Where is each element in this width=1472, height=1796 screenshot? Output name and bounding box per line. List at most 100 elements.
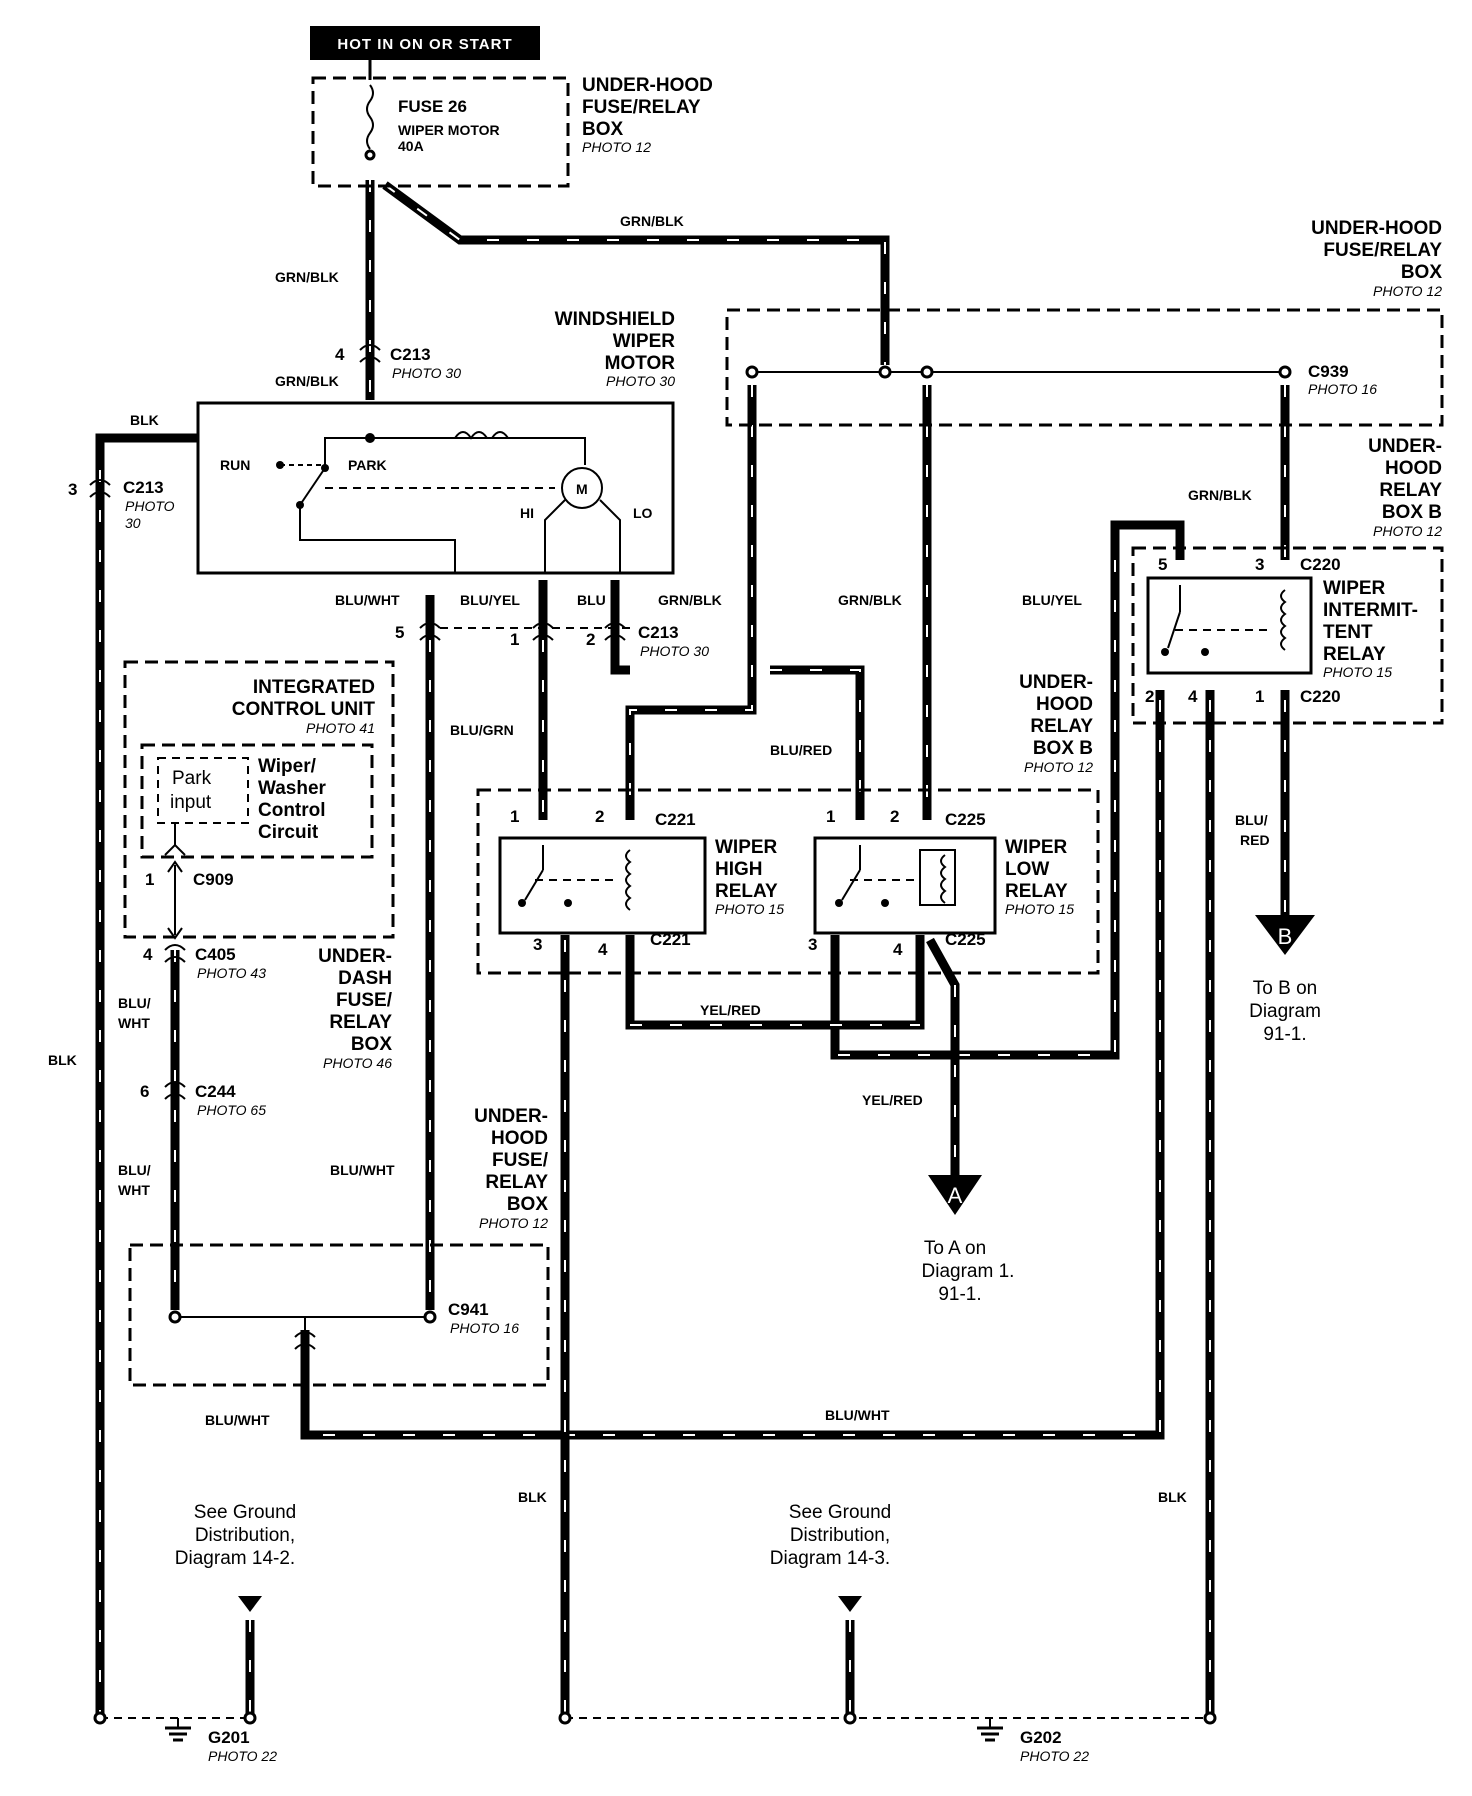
svg-text:BOX: BOX <box>1401 262 1443 283</box>
svg-text:PHOTO 22: PHOTO 22 <box>1020 1748 1089 1764</box>
wire-label-grn-blk-left: GRN/BLK <box>275 269 339 285</box>
svg-text:PHOTO 12: PHOTO 12 <box>1373 523 1442 539</box>
svg-text:Washer: Washer <box>258 778 327 799</box>
svg-text:BLU/: BLU/ <box>1235 812 1268 828</box>
svg-text:LOW: LOW <box>1005 859 1049 880</box>
svg-text:UNDER-: UNDER- <box>1368 436 1442 457</box>
svg-text:BLU/: BLU/ <box>118 995 151 1011</box>
svg-text:GRN/BLK: GRN/BLK <box>1188 487 1252 503</box>
svg-text:BLK: BLK <box>48 1052 77 1068</box>
svg-text:PHOTO 12: PHOTO 12 <box>479 1215 548 1231</box>
integrated-control-unit <box>123 660 395 939</box>
svg-text:91-1.: 91-1. <box>938 1284 981 1305</box>
svg-text:DASH: DASH <box>338 968 392 989</box>
intermittent-relay <box>1146 576 1313 675</box>
underhood-fuse-box-bottom <box>128 1243 550 1387</box>
svg-text:4: 4 <box>598 940 608 959</box>
c939-label: C939 <box>1308 362 1349 381</box>
svg-text:1: 1 <box>826 807 835 826</box>
svg-text:FUSE/RELAY: FUSE/RELAY <box>582 97 701 118</box>
svg-text:A: A <box>948 1183 963 1208</box>
svg-text:HIGH: HIGH <box>715 859 763 880</box>
g202-label: G202 <box>1020 1728 1062 1747</box>
relay-box-b-right <box>1131 546 1444 725</box>
svg-text:BOX: BOX <box>507 1194 549 1215</box>
c225-top-label: C225 <box>945 810 986 829</box>
svg-text:BLU/WHT: BLU/WHT <box>335 592 400 608</box>
svg-text:RELAY: RELAY <box>329 1012 392 1033</box>
motor-park-label: PARK <box>348 457 387 473</box>
svg-text:BLU/WHT: BLU/WHT <box>825 1407 890 1423</box>
svg-text:3: 3 <box>68 480 77 499</box>
svg-text:YEL/RED: YEL/RED <box>700 1002 761 1018</box>
relay-box-b-mid-label: UNDER- HOOD RELAY BOX B PHOTO 12 <box>1019 672 1093 775</box>
svg-text:1: 1 <box>510 807 519 826</box>
svg-text:UNDER-: UNDER- <box>474 1106 548 1127</box>
svg-text:PHOTO 16: PHOTO 16 <box>450 1320 519 1336</box>
ref-b-triangle <box>1255 915 1315 955</box>
wire-label-blk-top: BLK <box>130 412 159 428</box>
fuse-name: FUSE 26 <box>398 97 467 116</box>
svg-text:BLU/WHT: BLU/WHT <box>205 1412 270 1428</box>
c244-label: C244 <box>195 1082 236 1101</box>
c213-top-label: C213 <box>390 345 431 364</box>
svg-text:6: 6 <box>140 1082 149 1101</box>
svg-text:PHOTO 12: PHOTO 12 <box>1024 759 1093 775</box>
wire-blk-motor-to-g201 <box>95 433 198 1718</box>
fuse-symbol <box>366 84 374 150</box>
svg-text:Distribution,: Distribution, <box>790 1525 890 1546</box>
c909-label: C909 <box>193 870 234 889</box>
wire-yel-red-high-to-low <box>625 935 925 1030</box>
pin-4-c213: 4 <box>335 345 345 364</box>
svg-text:PHOTO 12: PHOTO 12 <box>582 139 651 155</box>
svg-text:PHOTO 41: PHOTO 41 <box>306 720 375 736</box>
svg-text:Diagram 14-3.: Diagram 14-3. <box>770 1548 890 1569</box>
c220-top-label: C220 <box>1300 555 1341 574</box>
c225-bottom-label: C225 <box>945 930 986 949</box>
wiper-high-relay-label: WIPER <box>715 837 778 858</box>
svg-text:3: 3 <box>533 935 542 954</box>
svg-text:1: 1 <box>1255 687 1264 706</box>
wire-blu-lo <box>610 580 630 675</box>
svg-text:BLK: BLK <box>518 1489 547 1505</box>
svg-text:input: input <box>170 792 212 813</box>
svg-text:BLU/GRN: BLU/GRN <box>450 722 514 738</box>
svg-text:RELAY: RELAY <box>1030 716 1093 737</box>
underhood-bottom-label: UNDER- HOOD FUSE/ RELAY BOX PHOTO 12 <box>474 1106 549 1231</box>
svg-text:WIPER: WIPER <box>613 331 676 352</box>
motor-lo-label: LO <box>633 505 653 521</box>
svg-text:UNDER-HOOD: UNDER-HOOD <box>1311 218 1442 239</box>
underhood-right-label: UNDER-HOOD FUSE/RELAY BOX PHOTO 12 <box>1311 218 1442 299</box>
svg-text:BOX B: BOX B <box>1382 502 1442 523</box>
svg-text:1: 1 <box>145 870 154 889</box>
svg-text:Circuit: Circuit <box>258 822 319 843</box>
svg-text:RELAY: RELAY <box>1323 644 1386 665</box>
wiper-motor-box <box>196 401 675 575</box>
svg-text:UNDER-HOOD: UNDER-HOOD <box>582 75 713 96</box>
svg-text:Distribution,: Distribution, <box>195 1525 295 1546</box>
c220-bottom-label: C220 <box>1300 687 1341 706</box>
underhood-fuse-box-top <box>311 76 570 188</box>
svg-text:UNDER-: UNDER- <box>318 946 392 967</box>
icu-label: INTEGRATED <box>253 677 375 698</box>
relay-box-b-right-label: UNDER- HOOD RELAY BOX B PHOTO 12 <box>1368 436 1442 539</box>
hot-in-label: HOT IN ON OR START <box>310 26 540 60</box>
svg-text:PHOTO 30: PHOTO 30 <box>640 643 709 659</box>
svg-text:Diagram 14-2.: Diagram 14-2. <box>175 1548 295 1569</box>
svg-text:YEL/RED: YEL/RED <box>862 1092 923 1108</box>
svg-text:PHOTO: PHOTO <box>125 498 175 514</box>
c405-label: C405 <box>195 945 236 964</box>
svg-text:4: 4 <box>1188 687 1198 706</box>
svg-text:BOX: BOX <box>582 119 624 140</box>
svg-text:GRN/BLK: GRN/BLK <box>838 592 902 608</box>
svg-text:PHOTO 16: PHOTO 16 <box>1308 381 1377 397</box>
svg-text:HOOD: HOOD <box>491 1128 548 1149</box>
ref-a-triangle <box>928 1175 982 1215</box>
wire-label-grn-blk-top: GRN/BLK <box>620 213 684 229</box>
svg-text:Control: Control <box>258 800 326 821</box>
ground-left-note: See Ground <box>194 1502 296 1523</box>
ref-b-text: To B on <box>1253 978 1317 999</box>
c941-label: C941 <box>448 1300 489 1319</box>
wire-blu-yel-int-relay <box>830 520 1185 1060</box>
